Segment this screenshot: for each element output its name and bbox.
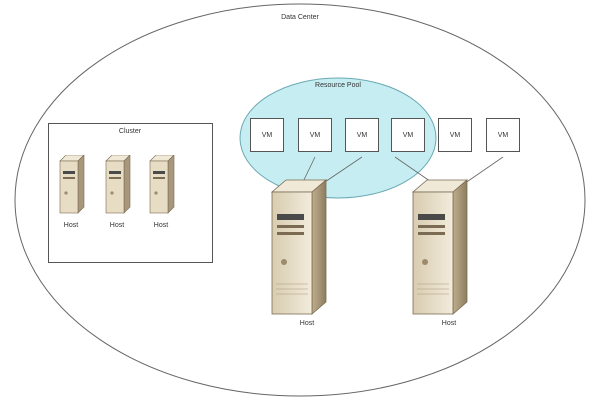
cluster-host-label: Host [63,222,79,229]
vm-box: VM [250,118,284,152]
vm-box: VM [391,118,425,152]
resource-pool-label: Resource Pool [315,82,361,89]
cluster-label: Cluster [118,128,142,135]
large-host-label: Host [441,320,457,327]
vm-box: VM [298,118,332,152]
small-server-icon [149,155,175,214]
vm-box: VM [345,118,379,152]
cluster-host-label: Host [153,222,169,229]
small-server-icon [59,155,85,214]
large-host-label: Host [299,320,315,327]
vm-box: VM [486,118,520,152]
datacenter-label: Data Center [281,14,319,21]
cluster-host-label: Host [109,222,125,229]
large-server-icon [270,179,328,315]
small-server-icon [105,155,131,214]
large-server-icon [411,179,469,315]
vm-box: VM [438,118,472,152]
resource-pool-boundary [239,77,437,199]
